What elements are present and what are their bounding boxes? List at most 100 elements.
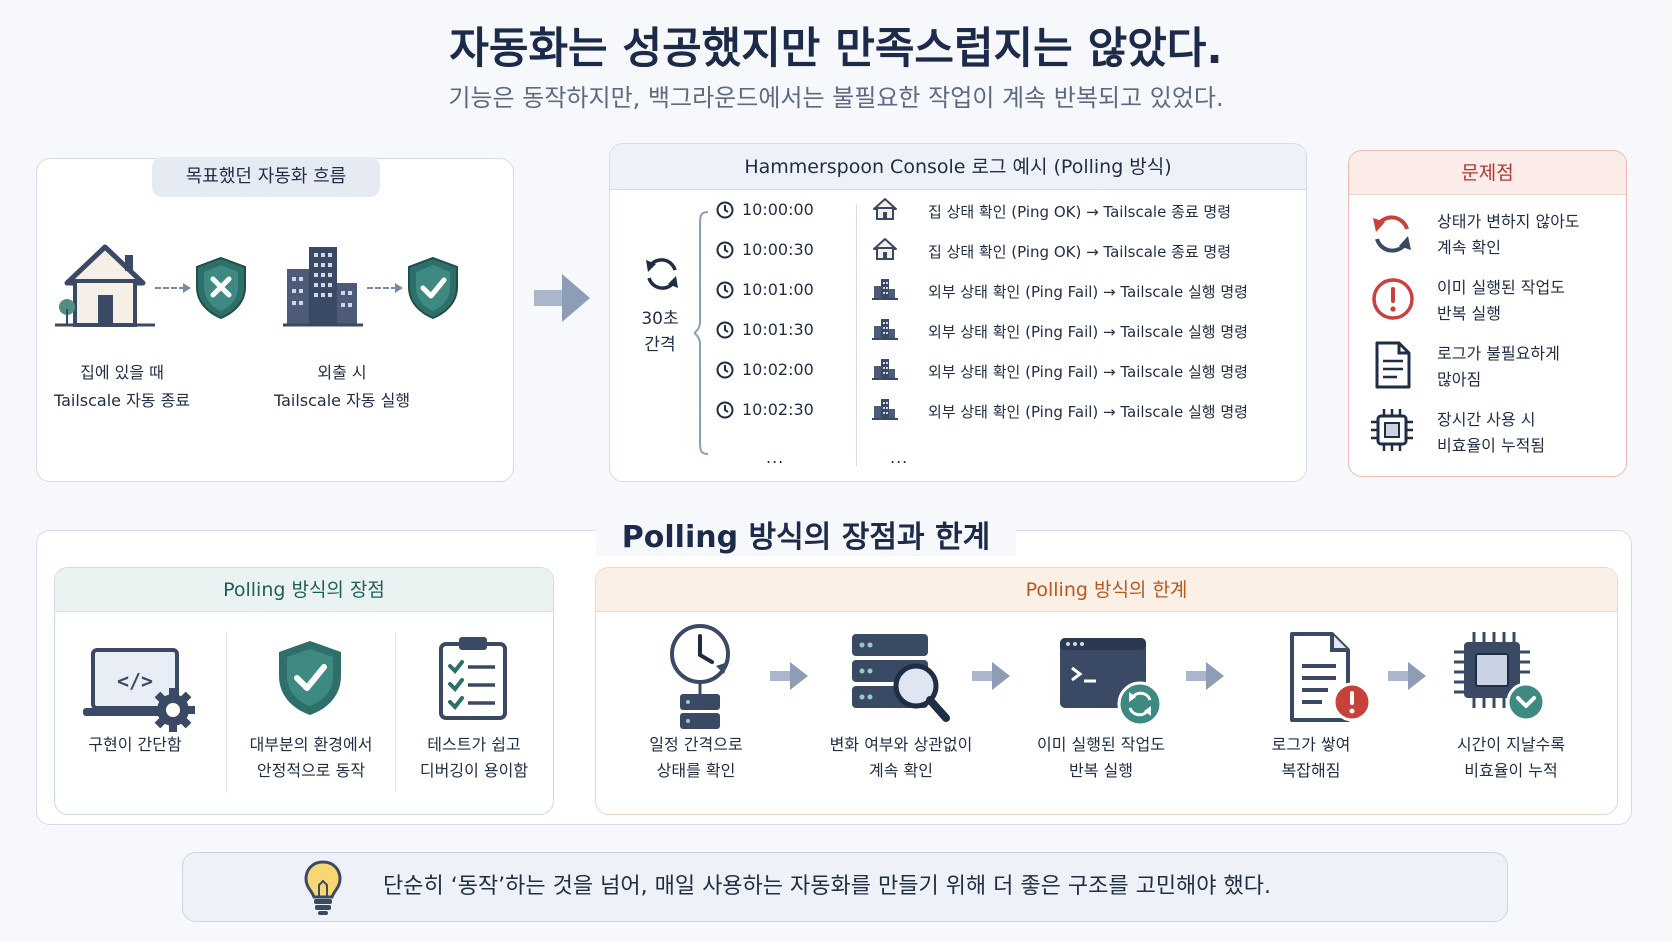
home-label-line2: Tailscale 자동 종료: [53, 391, 191, 410]
limitation-4-line1: 로그가 쌓여: [1271, 735, 1351, 754]
limitation-2-line2: 계속 확인: [869, 761, 933, 780]
limitation-4-line2: 복잡해짐: [1281, 761, 1341, 780]
clock-icon: [716, 361, 734, 379]
problem-4-line2: 비효율이 누적됨: [1437, 436, 1546, 455]
console-title: Hammerspoon Console 로그 예시 (Polling 방식): [610, 144, 1306, 190]
limitation-5-line2: 비효율이 누적: [1464, 761, 1558, 780]
limitation-1-line2: 상태를 확인: [656, 761, 736, 780]
problem-card: 문제점 상태가 변하지 않아도 계속 확인 이미 실행된 작업도 반복 실행 로…: [1348, 150, 1627, 477]
right-arrow-icon: [770, 662, 808, 690]
log-time: 10:01:30: [742, 320, 814, 339]
right-arrow-icon: [534, 274, 590, 322]
away-label: 외출 시 Tailscale 자동 실행: [257, 359, 427, 415]
clock-icon: [716, 401, 734, 419]
limitation-label-5: 시간이 지날수록 비효율이 누적: [1426, 732, 1596, 784]
divider: [395, 632, 396, 792]
problem-item-3: 로그가 불필요하게 많아짐: [1437, 341, 1560, 393]
limitation-label-4: 로그가 쌓여 복잡해짐: [1236, 732, 1386, 784]
building-icon: [872, 399, 898, 420]
advantages-title: Polling 방식의 장점: [55, 568, 553, 612]
house-icon: [873, 198, 897, 220]
log-time: 10:02:30: [742, 400, 814, 419]
limitation-label-2: 변화 여부와 상관없이 계속 확인: [806, 732, 996, 784]
building-icon: [283, 247, 363, 327]
log-message: 집 상태 확인 (Ping OK) → Tailscale 종료 명령: [928, 243, 1232, 261]
log-message: 외부 상태 확인 (Ping Fail) → Tailscale 실행 명령: [928, 283, 1248, 301]
cpu-icon: [1371, 409, 1413, 451]
problem-3-line2: 많아짐: [1437, 370, 1482, 389]
advantage-3-line1: 테스트가 쉽고: [427, 735, 521, 754]
checklist-icon: [439, 637, 507, 720]
log-ellipsis-time: ...: [766, 448, 785, 467]
limitation-1-line1: 일정 간격으로: [649, 735, 743, 754]
limitation-3-line2: 반복 실행: [1069, 761, 1133, 780]
limitation-3-line1: 이미 실행된 작업도: [1037, 735, 1165, 754]
advantage-label-2: 대부분의 환경에서 안정적으로 동작: [227, 732, 395, 784]
limitation-label-1: 일정 간격으로 상태를 확인: [616, 732, 776, 784]
goal-flow-card: 목표했던 자동화 흐름: [36, 157, 514, 482]
problem-2-line1: 이미 실행된 작업도: [1437, 278, 1565, 297]
right-arrow-icon: [1186, 662, 1224, 690]
arrow-icon: [155, 287, 185, 289]
refresh-icon: [646, 258, 678, 290]
arrow-head-icon: [183, 283, 191, 293]
building-icon: [872, 359, 898, 380]
interval-label: 30초 간격: [630, 306, 690, 358]
refresh-icon: [1373, 215, 1411, 253]
arrow-icon: [367, 287, 397, 289]
problem-item-1: 상태가 변하지 않아도 계속 확인: [1437, 209, 1580, 261]
log-time: 10:00:30: [742, 240, 814, 259]
console-card: Hammerspoon Console 로그 예시 (Polling 방식) 3…: [609, 143, 1307, 482]
clock-icon: [716, 321, 734, 339]
document-alert-icon: [1290, 632, 1372, 722]
limitations-title: Polling 방식의 한계: [596, 568, 1617, 612]
log-time: 10:01:00: [742, 280, 814, 299]
chip-down-icon: [1454, 632, 1546, 722]
limitations-card: Polling 방식의 한계: [595, 567, 1618, 815]
advantage-2-line1: 대부분의 환경에서: [249, 735, 373, 754]
house-icon: [873, 238, 897, 260]
problem-1-line1: 상태가 변하지 않아도: [1437, 212, 1580, 231]
log-time: 10:00:00: [742, 200, 814, 219]
problem-4-line1: 장시간 사용 시: [1437, 410, 1536, 429]
log-message: 외부 상태 확인 (Ping Fail) → Tailscale 실행 명령: [928, 403, 1248, 421]
page-title: 자동화는 성공했지만 만족스럽지는 않았다.: [449, 24, 1223, 74]
advantages-card: Polling 방식의 장점 </>: [54, 567, 554, 815]
home-label-line1: 집에 있을 때: [80, 363, 164, 382]
problem-2-line2: 반복 실행: [1437, 304, 1501, 323]
building-icon: [872, 279, 898, 300]
log-message: 외부 상태 확인 (Ping Fail) → Tailscale 실행 명령: [928, 323, 1248, 341]
footer-text: 단순히 ‘동작’하는 것을 넘어, 매일 사용하는 자동화를 만들기 위해 더 …: [383, 874, 1272, 899]
terminal-refresh-icon: [1060, 638, 1163, 727]
shield-x-icon: [196, 256, 246, 320]
problem-item-2: 이미 실행된 작업도 반복 실행: [1437, 275, 1565, 327]
clock-icon: [716, 281, 734, 299]
advantage-2-line2: 안정적으로 동작: [256, 761, 366, 780]
advantage-3-line2: 디버깅이 용이함: [419, 761, 529, 780]
column-divider: [856, 204, 857, 466]
advantage-label-3: 테스트가 쉽고 디버깅이 용이함: [395, 732, 553, 784]
house-icon: [55, 244, 155, 327]
interval-line1: 30초: [641, 309, 679, 329]
page-subtitle: 기능은 동작하지만, 백그라운드에서는 불필요한 작업이 계속 반복되고 있었다…: [448, 84, 1224, 112]
server-search-icon: [852, 634, 950, 722]
arrow-head-icon: [395, 283, 403, 293]
problem-3-line1: 로그가 불필요하게: [1437, 344, 1560, 363]
problem-title: 문제점: [1349, 151, 1626, 195]
interval-line2: 간격: [644, 335, 676, 355]
log-message: 외부 상태 확인 (Ping Fail) → Tailscale 실행 명령: [928, 363, 1248, 381]
laptop-code-icon: </>: [83, 648, 195, 732]
log-ellipsis-msg: ...: [890, 448, 909, 467]
divider: [226, 632, 227, 792]
clock-icon: [716, 201, 734, 219]
document-icon: [1375, 341, 1411, 389]
svg-text:</>: </>: [117, 669, 153, 693]
shield-check-icon: [279, 641, 341, 715]
log-time: 10:02:00: [742, 360, 814, 379]
away-label-line1: 외출 시: [317, 363, 367, 382]
limitation-label-3: 이미 실행된 작업도 반복 실행: [1016, 732, 1186, 784]
brace-icon: [694, 211, 709, 455]
away-label-line2: Tailscale 자동 실행: [273, 391, 411, 410]
log-message: 집 상태 확인 (Ping OK) → Tailscale 종료 명령: [928, 203, 1232, 221]
section-title: Polling 방식의 장점과 한계: [596, 512, 1016, 556]
